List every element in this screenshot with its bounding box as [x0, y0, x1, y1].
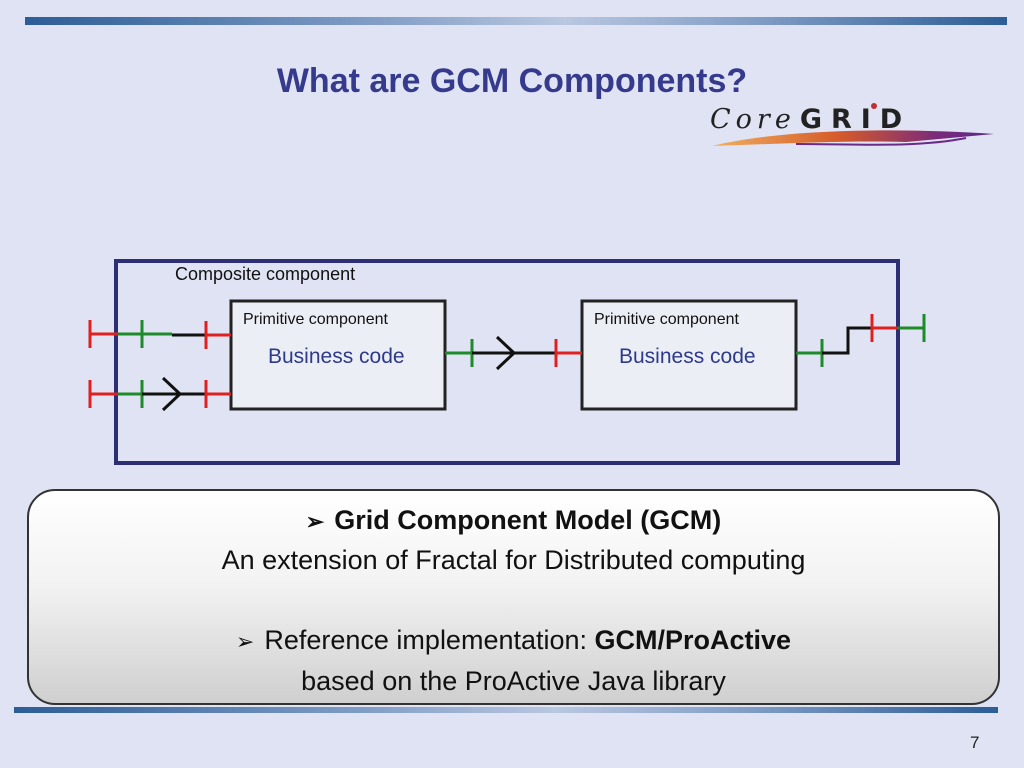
- composite-component-label: Composite component: [175, 264, 356, 284]
- external-client-interface-right: [796, 314, 926, 367]
- primitive-component-right: [580, 299, 798, 411]
- logo-swoosh-icon: [712, 103, 994, 146]
- bottom-rule: [14, 707, 998, 713]
- arrow-bullet-icon: ➢: [305, 509, 325, 534]
- info-line-gcm: ➢ Grid Component Model (GCM): [29, 505, 998, 536]
- composite-component-box: [114, 259, 900, 465]
- primitive-left-label: Primitive component: [243, 311, 388, 328]
- arrow-bullet-icon: ➢: [235, 629, 255, 654]
- top-rule: [25, 17, 1007, 25]
- info-line-reference: ➢ Reference implementation: GCM/ProActive: [29, 625, 998, 656]
- logo-core-text: Core: [710, 104, 796, 135]
- external-server-interface-bottom: [88, 376, 231, 412]
- primitive-left-business-code: Business code: [268, 345, 405, 368]
- primitive-component-left: [229, 299, 447, 411]
- page-number: 7: [970, 733, 980, 752]
- info-line-extension: An extension of Fractal for Distributed …: [221, 545, 806, 575]
- external-server-interface-top: [88, 320, 231, 349]
- info-line-library: based on the ProActive Java library: [301, 666, 726, 696]
- reference-bold: GCM/ProActive: [594, 625, 792, 655]
- primitive-right-business-code: Business code: [619, 345, 756, 368]
- logo-grid-text: GRID: [799, 104, 912, 135]
- slide-title: What are GCM Components?: [276, 62, 748, 100]
- internal-binding: [445, 335, 582, 371]
- component-diagram: [88, 259, 926, 465]
- reference-prefix: Reference implementation:: [264, 625, 595, 655]
- info-box: ➢ Grid Component Model (GCM) An extension…: [27, 489, 1000, 705]
- primitive-right-label: Primitive component: [594, 311, 739, 328]
- gcm-heading: Grid Component Model (GCM): [334, 505, 722, 535]
